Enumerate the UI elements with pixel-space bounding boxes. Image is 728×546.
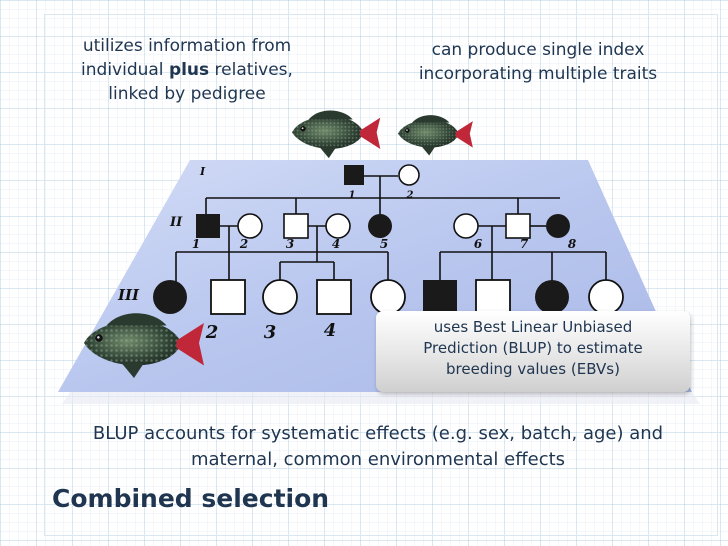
pedigree-female-affected [153,280,187,314]
note-line: maternal, common environmental effects [190,449,566,470]
tilapia-fish-image [398,115,473,156]
slide-frame [44,14,718,536]
individual-number: 2 [205,322,219,343]
pedigree-male [316,279,352,315]
pedigree-male [475,279,511,315]
individual-number: 4 [324,320,337,341]
pedigree-female [398,164,420,186]
pedigree-male-affected [423,280,457,314]
individual-number: 6 [474,237,483,251]
individual-number: 2 [239,237,248,251]
individual-number: 3 [286,237,294,251]
note-line: utilizes information from [82,36,292,56]
note-line: incorporating multiple traits [418,64,658,84]
blup-callout-box: uses Best Linear Unbiased Prediction (BL… [376,311,690,392]
note-blup-effects: BLUP accounts for systematic effects (e.… [48,421,708,473]
pedigree-female [262,279,298,315]
pedigree-male-affected [196,214,220,238]
note-bold-text: plus [168,60,210,80]
note-line: individual plus relatives, [52,58,322,82]
pedigree-female [370,279,406,315]
note-line: can produce single index [431,40,645,60]
tilapia-fish-image [292,110,381,159]
individual-number: 4 [332,237,340,251]
pedigree-female [588,279,624,315]
generation-label-1: I [199,165,206,178]
callout-line: breeding values (EBVs) [446,360,620,378]
generation-label-3: III [117,286,140,304]
pedigree-female [237,213,263,239]
pedigree-male [283,213,309,239]
pedigree-female-affected [535,280,569,314]
pedigree-male [505,213,531,239]
note-pedigree-info: utilizes information from individual plu… [52,34,322,106]
note-line: linked by pedigree [108,84,266,104]
note-text: relatives, [209,60,293,80]
note-text: individual [81,60,169,80]
note-single-index: can produce single index incorporating m… [388,38,688,86]
pedigree-female [453,213,479,239]
individual-number: 5 [380,237,388,251]
note-line: BLUP accounts for systematic effects (e.… [92,423,664,444]
slide-title: Combined selection [52,484,330,513]
individual-number: 1 [349,190,356,201]
pedigree-female-affected [546,214,570,238]
pedigree-male [210,279,246,315]
individual-number: 2 [406,190,414,201]
individual-number: 8 [568,237,577,251]
individual-number: 1 [192,237,200,251]
generation-label-2: II [169,215,183,230]
pedigree-female-affected [368,214,392,238]
pedigree-male-affected [344,165,364,185]
individual-number: 3 [264,322,277,343]
individual-number: 7 [520,237,529,251]
callout-line: uses Best Linear Unbiased [433,318,633,336]
pedigree-female [325,213,351,239]
callout-line: Prediction (BLUP) to estimate [423,339,643,357]
